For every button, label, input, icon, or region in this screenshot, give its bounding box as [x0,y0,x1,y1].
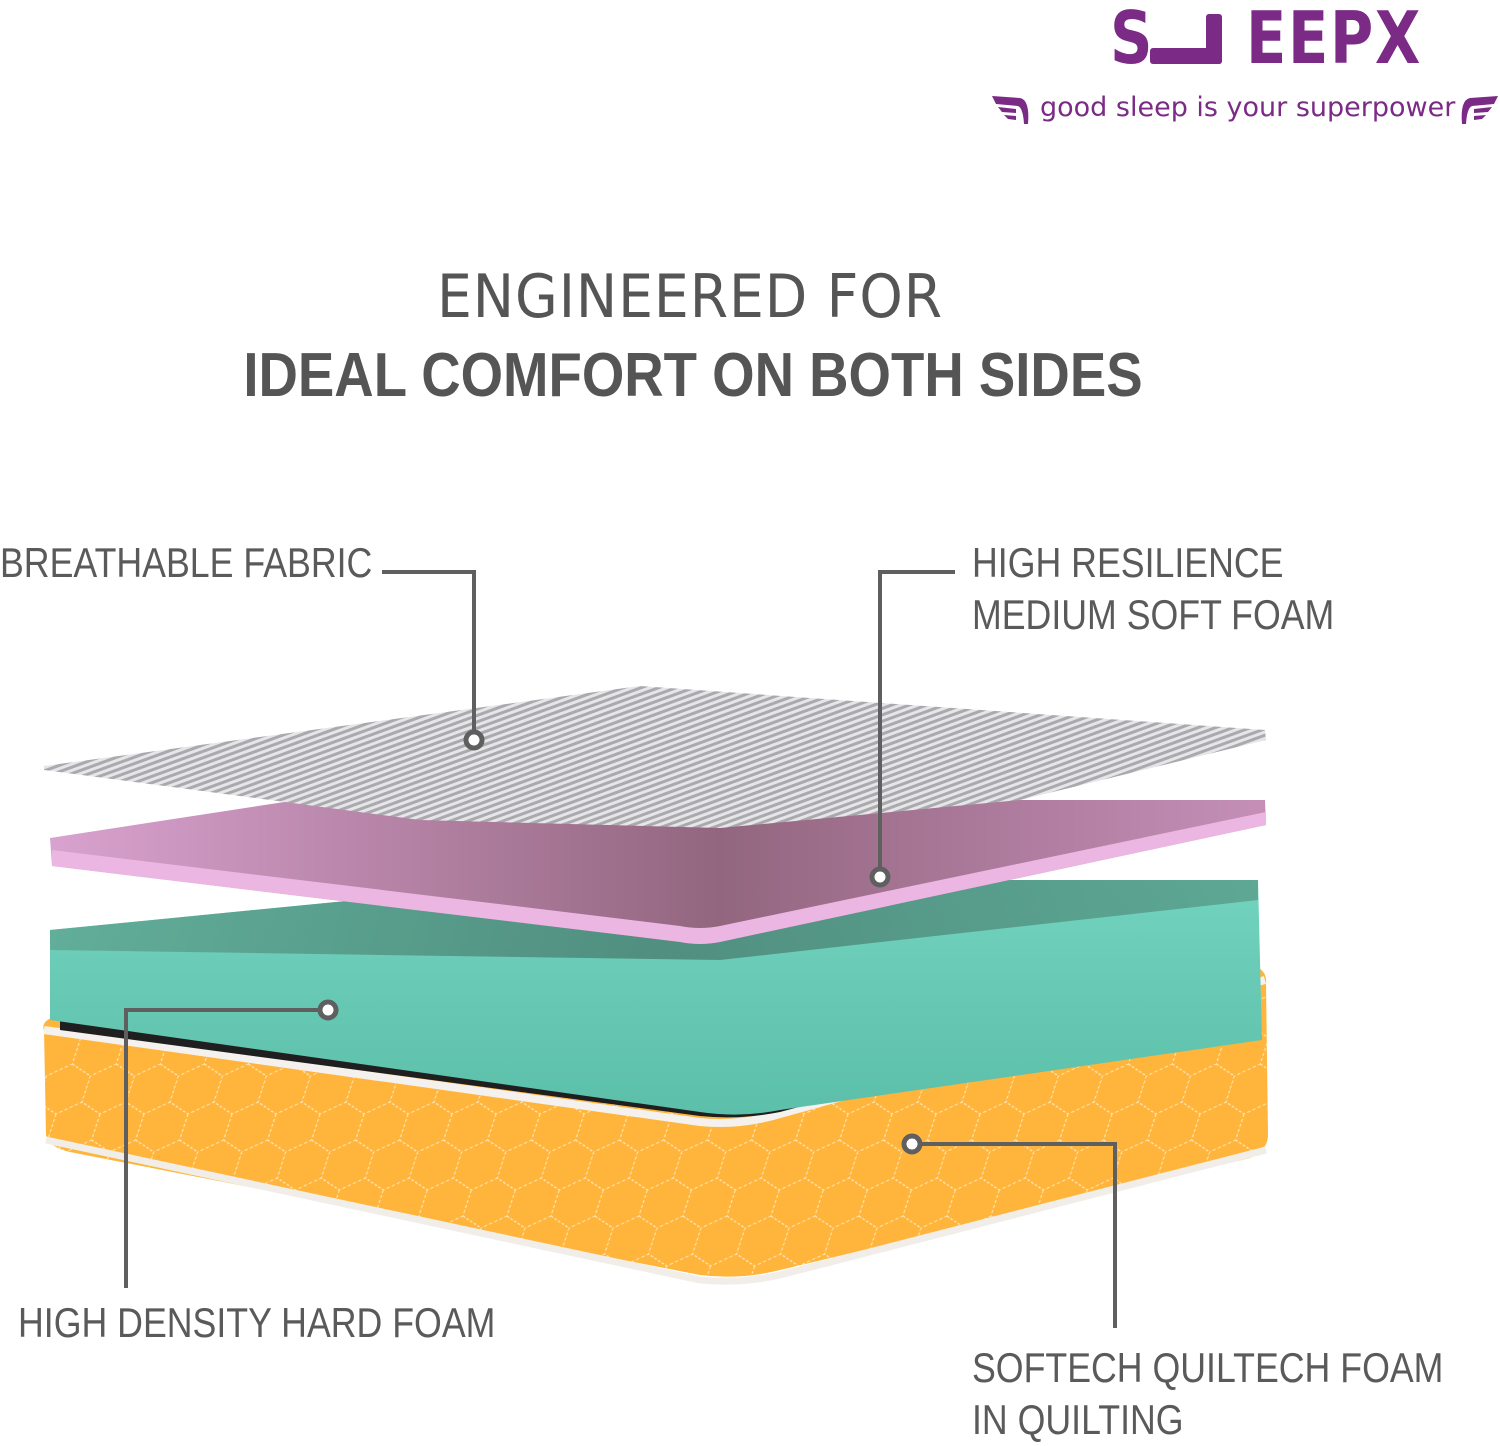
label-softech-line2: IN QUILTING [972,1396,1184,1443]
quilt-marker [901,1133,923,1155]
brand-logo-s: S [1110,0,1155,80]
wing-right-icon [1461,96,1498,124]
label-high-resilience-line1: HIGH RESILIENCE [972,539,1284,586]
label-high-resilience-line2: MEDIUM SOFT FOAM [972,591,1335,638]
fabric-marker [463,729,485,751]
headline-line2: IDEAL COMFORT ON BOTH SIDES [243,341,1143,410]
brand-tagline: good sleep is your superpower [1040,92,1456,123]
quilt-layer [43,965,1268,1277]
label-high-density-foam: HIGH DENSITY HARD FOAM [18,1299,496,1346]
brand-logo-l-bar [1150,48,1222,64]
brand-logo-l-stem [1206,14,1222,64]
hd-foam-marker [317,999,339,1021]
wing-left-icon [992,96,1029,124]
label-softech-line1: SOFTECH QUILTECH FOAM [972,1344,1444,1391]
label-breathable-fabric: BREATHABLE FABRIC [0,539,373,586]
hr-foam-layer [50,795,1266,944]
headline-line1: ENGINEERED FOR [437,262,943,332]
hr-foam-marker [869,866,891,888]
fabric-layer [44,686,1266,828]
brand-logo-eepx: EEPX [1246,0,1423,80]
